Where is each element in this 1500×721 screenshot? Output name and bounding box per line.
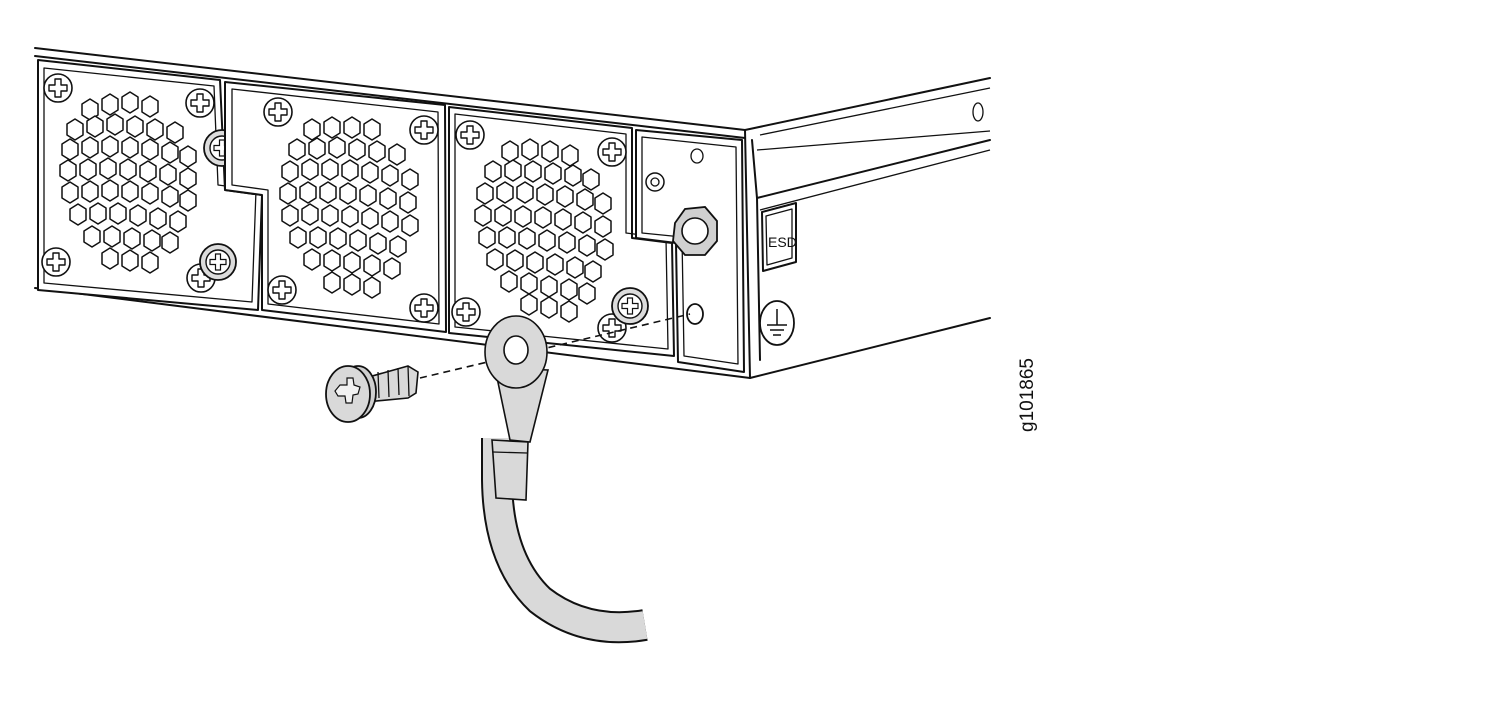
screw-icon	[41, 247, 71, 277]
chassis-hole	[972, 102, 984, 122]
ring-lug	[484, 315, 550, 443]
figure-id: g101865	[1017, 358, 1038, 432]
screw-icon	[263, 97, 293, 127]
fan-module-3	[448, 106, 675, 357]
screw-icon	[185, 88, 215, 118]
screw-icon	[409, 293, 439, 323]
screw-icon	[409, 115, 439, 145]
esd-label: ESD	[761, 202, 797, 272]
chassis-outline	[34, 47, 991, 379]
screw-icon	[267, 275, 297, 305]
ground-panel	[635, 129, 745, 373]
ring-lug-hole	[503, 335, 529, 365]
screw-icon	[43, 73, 73, 103]
grounding-screw-icon	[325, 365, 419, 423]
ground-cable	[481, 438, 648, 644]
grommet-icon	[672, 206, 718, 256]
panel-hole	[690, 148, 704, 164]
ground-symbol-icon	[759, 300, 795, 346]
thumbscrew-icon	[199, 243, 237, 281]
grounding-point-hole	[686, 303, 704, 325]
thumbscrew-icon	[611, 287, 649, 325]
screw-icon	[597, 137, 627, 167]
fan-module-2	[224, 81, 447, 333]
screw-icon	[451, 297, 481, 327]
screw-icon	[455, 120, 485, 150]
alignment-dashed-line	[419, 313, 691, 379]
panel-screw-icon	[645, 172, 665, 192]
esd-label-text: ESD	[768, 234, 797, 250]
